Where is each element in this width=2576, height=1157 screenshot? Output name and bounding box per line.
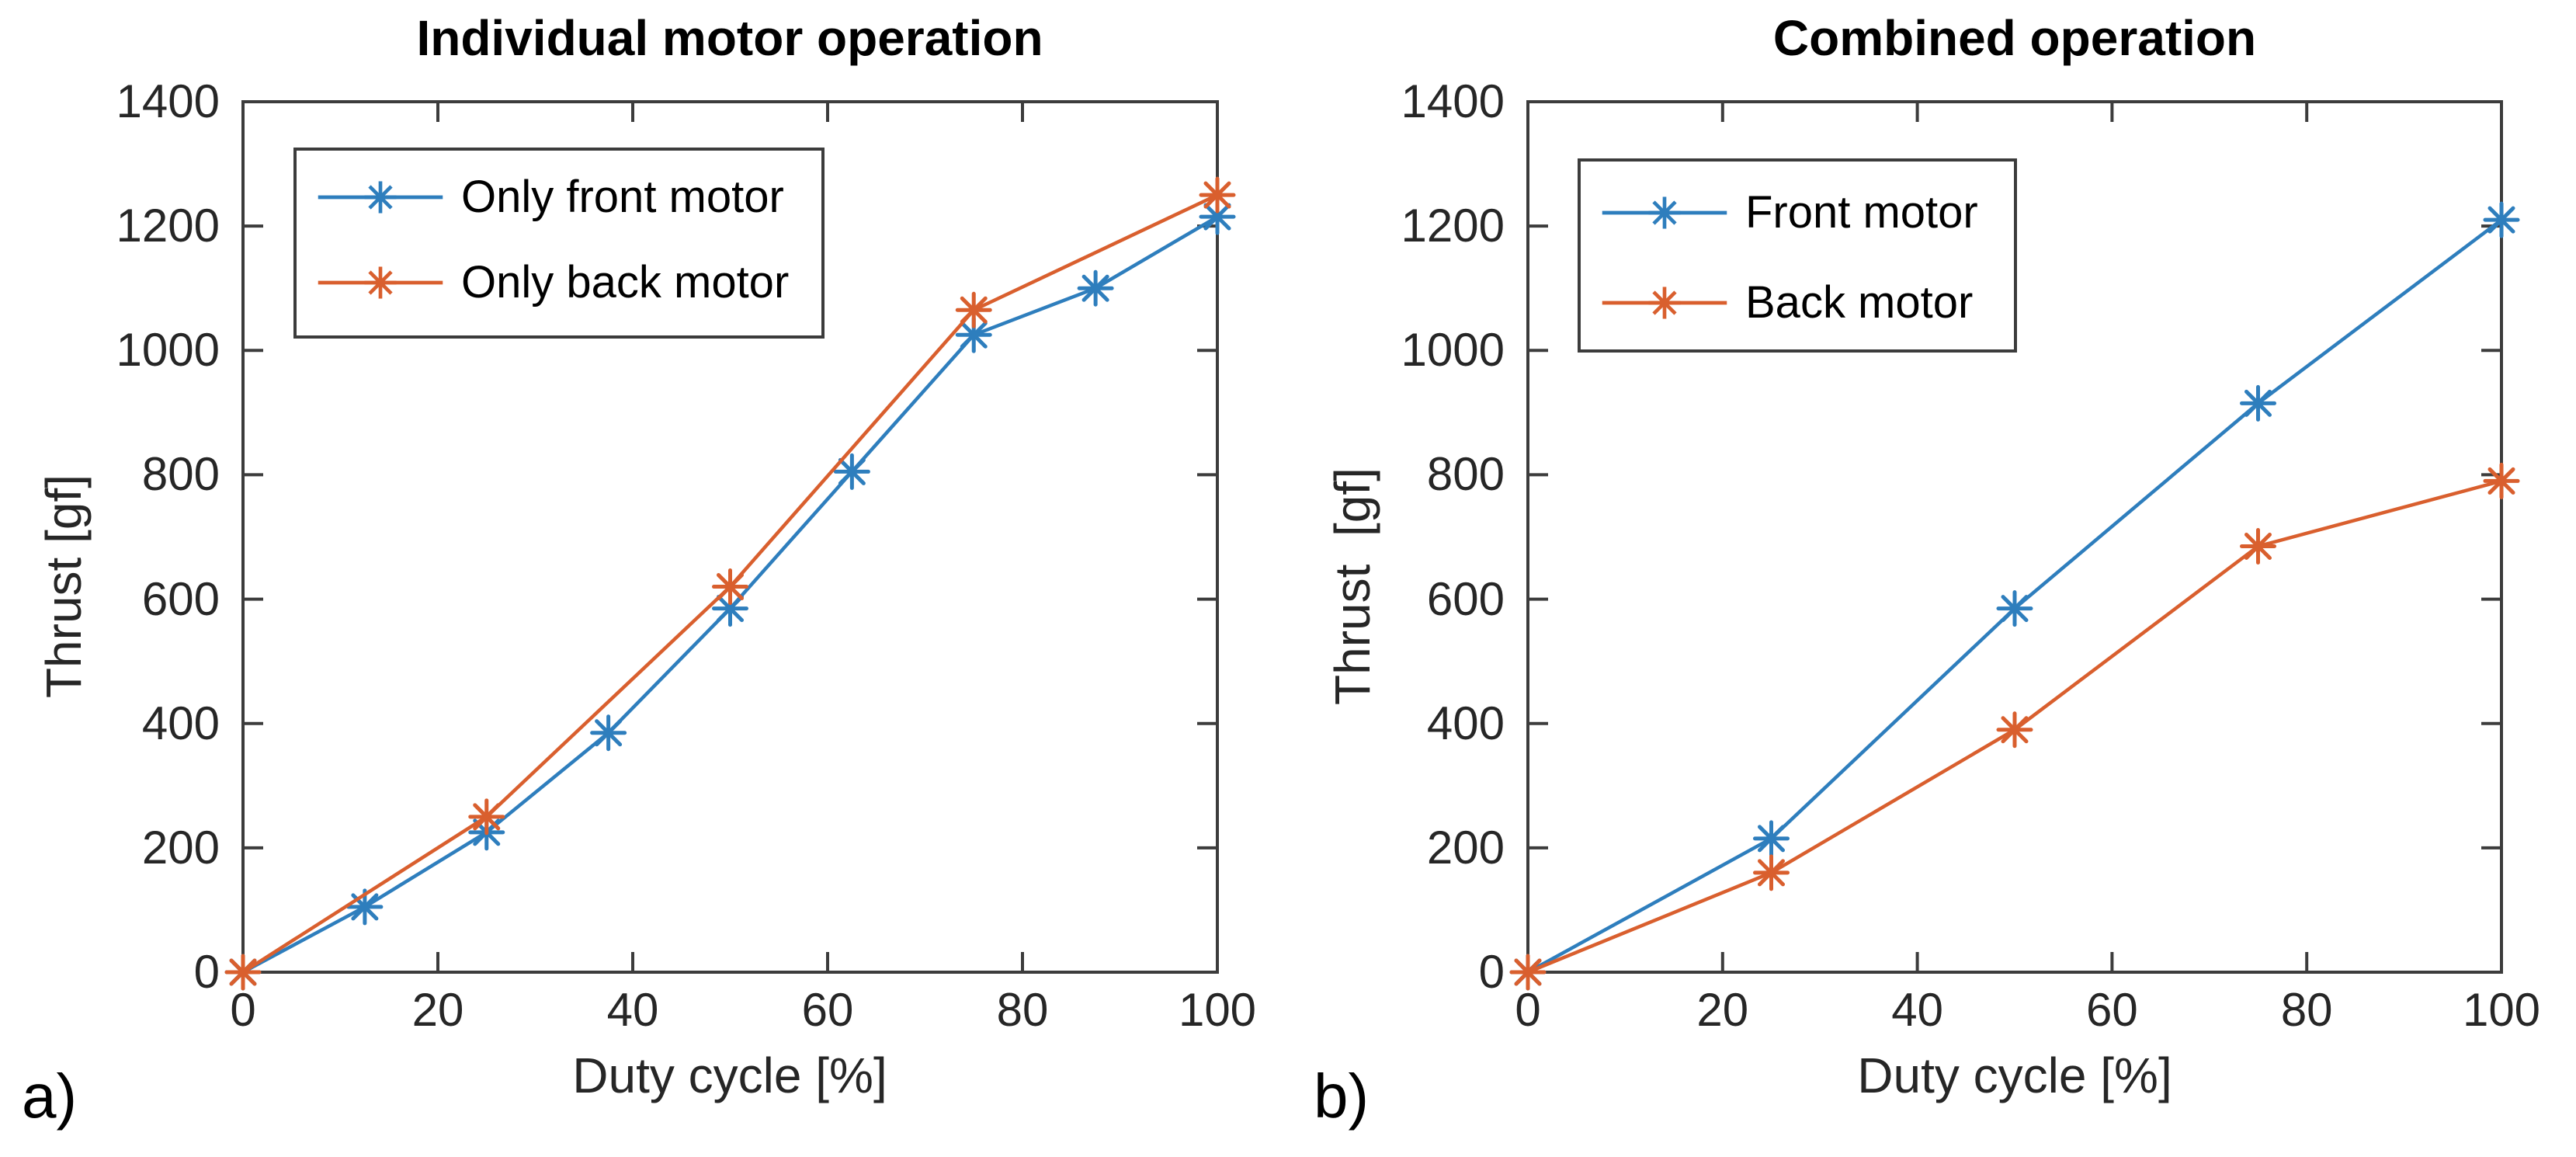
y-axis-label-left: Thrust [gf] (36, 474, 92, 699)
data-point-marker (1509, 954, 1547, 991)
data-point-marker (1996, 711, 2033, 749)
x-tick-label: 60 (801, 984, 854, 1036)
series-only-back-motor (224, 176, 1236, 991)
data-point-marker (1199, 176, 1236, 214)
legend-marker-back-icon (1602, 287, 1727, 319)
data-point-marker (2240, 528, 2276, 565)
y-tick-label: 600 (1426, 572, 1505, 625)
legend-label-only-back-motor: Only back motor (461, 257, 790, 307)
legend-item-only-back-motor: Only back motor (315, 258, 789, 307)
y-tick-label: 1400 (1401, 75, 1505, 127)
y-tick-label: 0 (1478, 946, 1505, 998)
x-tick-label: 100 (2462, 984, 2541, 1036)
x-tick-label: 40 (606, 984, 659, 1036)
y-tick-label: 400 (141, 697, 220, 749)
y-tick-label: 200 (141, 821, 220, 874)
y-tick-label: 600 (141, 572, 220, 625)
x-tick-label: 100 (1178, 984, 1257, 1036)
legend-marker-front-icon (318, 181, 443, 214)
y-tick-label: 800 (1426, 448, 1505, 501)
legend-label-back-motor: Back motor (1745, 277, 1974, 328)
legend-item-back-motor: Back motor (1599, 278, 1973, 328)
legend-label-front-motor: Front motor (1745, 187, 1978, 238)
y-tick-label: 1200 (116, 200, 220, 252)
legend-item-front-motor: Front motor (1599, 188, 1978, 238)
y-tick-label: 200 (1426, 821, 1505, 874)
panel-b (1509, 100, 2520, 991)
x-tick-label: 0 (230, 984, 256, 1036)
y-tick-label: 1400 (116, 75, 220, 127)
y-tick-label: 400 (1426, 697, 1505, 749)
data-point-marker (712, 568, 748, 606)
x-tick-label: 80 (2280, 984, 2333, 1036)
legend-left: Only front motor Only back motor (293, 148, 825, 339)
plot-box (1526, 100, 2503, 974)
plot-box (241, 100, 1219, 974)
data-point-marker (1077, 269, 1114, 307)
x-tick-label: 60 (2086, 984, 2138, 1036)
legend-right: Front motor Back motor (1578, 158, 2017, 353)
data-point-marker (1753, 820, 1790, 857)
data-point-marker (590, 714, 627, 752)
panel-label-b: b) (1314, 1061, 1370, 1131)
y-tick-label: 1000 (116, 324, 220, 377)
data-point-marker (1753, 854, 1790, 891)
legend-label-only-front-motor: Only front motor (461, 172, 784, 222)
panel-a (224, 100, 1236, 991)
data-point-marker (1996, 590, 2033, 627)
x-tick-label: 80 (996, 984, 1049, 1036)
data-point-marker (2483, 201, 2520, 238)
y-tick-label: 0 (193, 946, 220, 998)
x-axis-label-right: Duty cycle [%] (1857, 1048, 2172, 1103)
data-point-marker (2240, 384, 2276, 422)
data-point-marker (2483, 462, 2520, 499)
y-tick-label: 800 (141, 448, 220, 501)
y-tick-label: 1000 (1401, 324, 1505, 377)
data-point-marker (468, 798, 505, 836)
data-point-marker (833, 453, 870, 490)
y-axis-label-right: Thrust [gf] (1324, 467, 1380, 705)
x-tick-label: 0 (1515, 984, 1541, 1036)
y-tick-label: 1200 (1401, 200, 1505, 252)
series-back-motor (1509, 462, 2520, 991)
legend-marker-back-icon (318, 266, 443, 299)
data-point-marker (224, 954, 262, 991)
x-tick-label: 20 (1696, 984, 1749, 1036)
chart-title-individual: Individual motor operation (416, 10, 1043, 66)
data-point-marker (955, 291, 992, 328)
panel-label-a: a) (22, 1061, 78, 1131)
legend-marker-front-icon (1602, 196, 1727, 229)
legend-item-only-front-motor: Only front motor (315, 172, 784, 222)
chart-title-combined: Combined operation (1772, 10, 2257, 66)
x-axis-label-left: Duty cycle [%] (572, 1048, 887, 1103)
x-tick-label: 20 (411, 984, 464, 1036)
x-tick-label: 40 (1891, 984, 1943, 1036)
